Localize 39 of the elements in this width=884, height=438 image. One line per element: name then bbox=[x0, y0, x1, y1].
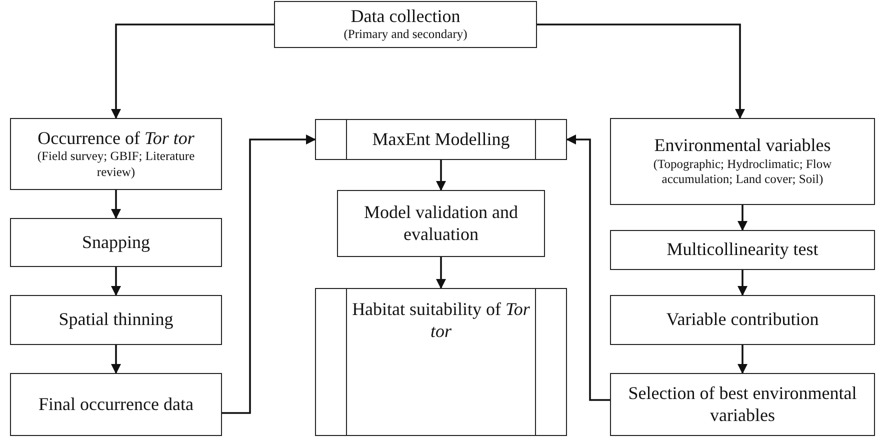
predefined-process-box bbox=[315, 119, 567, 160]
process-box bbox=[10, 373, 222, 436]
node-title: Spatial thinning bbox=[58, 309, 174, 331]
node-subtitle: (Primary and secondary) bbox=[344, 27, 468, 44]
process-box bbox=[10, 118, 222, 190]
node-title: Snapping bbox=[82, 232, 150, 254]
node-title: Final occurrence data bbox=[38, 394, 194, 416]
process-box bbox=[274, 1, 537, 48]
node-title: Model validation and evaluation bbox=[363, 202, 519, 246]
arrow bbox=[111, 190, 121, 219]
arrow bbox=[566, 134, 610, 401]
process-box bbox=[610, 230, 875, 270]
arrow bbox=[436, 257, 446, 289]
node-title: Occurrence of Tor tor bbox=[38, 128, 194, 150]
node-subtitle: (Field survey; GBIF; Literature review) bbox=[36, 149, 196, 180]
arrow bbox=[738, 205, 748, 231]
process-box bbox=[337, 190, 545, 257]
process-box bbox=[10, 218, 222, 267]
arrow bbox=[738, 270, 748, 296]
arrow bbox=[111, 345, 121, 374]
node-title: Variable contribution bbox=[666, 309, 819, 331]
node-title: Environmental variables bbox=[654, 135, 831, 157]
arrow bbox=[111, 24, 274, 119]
arrow bbox=[436, 160, 446, 191]
arrow bbox=[738, 345, 748, 374]
arrow bbox=[111, 267, 121, 296]
process-box bbox=[610, 295, 875, 345]
arrow bbox=[537, 24, 745, 119]
arrow bbox=[222, 134, 316, 414]
node-title: Data collection bbox=[350, 6, 460, 28]
process-box bbox=[610, 118, 875, 205]
node-title: Habitat suitability of Tor tor bbox=[352, 299, 530, 342]
node-title: MaxEnt Modelling bbox=[372, 128, 510, 150]
predefined-process-box bbox=[315, 288, 567, 436]
process-box bbox=[10, 295, 222, 345]
node-subtitle: (Topographic; Hydroclimatic; Flow accumulation; Land cover; Soil) bbox=[652, 156, 833, 188]
node-title: Selection of best environmental variables bbox=[627, 382, 858, 426]
node-title: Multicollinearity test bbox=[666, 239, 818, 261]
process-box bbox=[610, 373, 875, 436]
